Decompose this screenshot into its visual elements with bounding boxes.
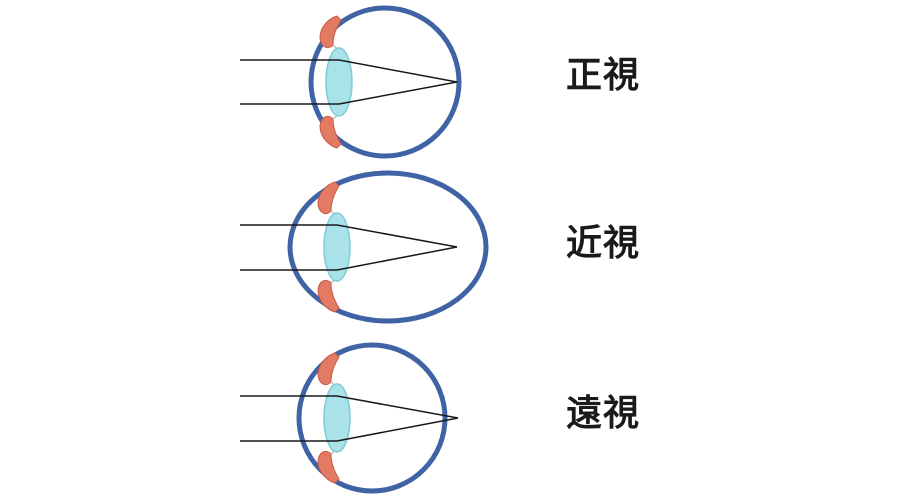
ciliary-muscle-lower [319, 115, 342, 149]
eyeball-outline [308, 5, 462, 159]
ciliary-muscle-upper [317, 352, 340, 386]
refracted-ray-upper [336, 224, 458, 248]
refracted-ray-lower [338, 81, 458, 105]
refracted-ray-lower [336, 417, 459, 442]
crystalline-lens [323, 212, 351, 282]
label-hyperopia: 遠視 [565, 393, 640, 434]
ciliary-muscle-upper [317, 181, 340, 215]
label-myopia: 近視 [565, 223, 640, 264]
ciliary-muscle-upper [319, 15, 342, 49]
eye-normal-vision [240, 5, 462, 159]
crystalline-lens [325, 47, 353, 117]
eye-myopia [240, 170, 489, 324]
eyeball-outline [287, 170, 489, 324]
ciliary-muscle-lower [317, 279, 340, 313]
eye-hyperopia [240, 342, 459, 494]
refracted-ray-upper [336, 395, 459, 419]
refracted-ray-lower [336, 246, 458, 271]
crystalline-lens [323, 383, 351, 453]
eyeball-outline [296, 342, 448, 494]
ciliary-muscle-lower [317, 450, 340, 484]
refracted-ray-upper [338, 59, 458, 83]
label-normal-vision: 正視 [565, 55, 640, 96]
